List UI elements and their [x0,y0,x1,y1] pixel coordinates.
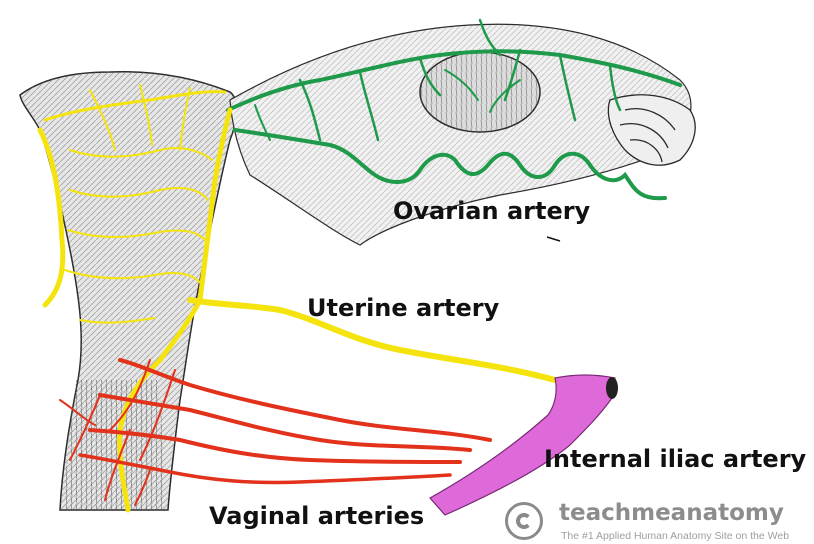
ovarian-artery-label: Ovarian artery [393,199,590,223]
uterine-artery-label: Uterine artery [307,296,499,320]
teachmeanatomy-watermark: teachmeanatomy The #1 Applied Human Anat… [505,500,814,544]
vaginal-arteries-label: Vaginal arteries [209,504,424,528]
internal-iliac-artery-label: Internal iliac artery [544,447,806,471]
watermark-tagline: The #1 Applied Human Anatomy Site on the… [561,530,789,542]
copyright-icon [505,502,543,540]
watermark-brand: teachmeanatomy [559,502,784,525]
leader-lines [547,237,560,241]
